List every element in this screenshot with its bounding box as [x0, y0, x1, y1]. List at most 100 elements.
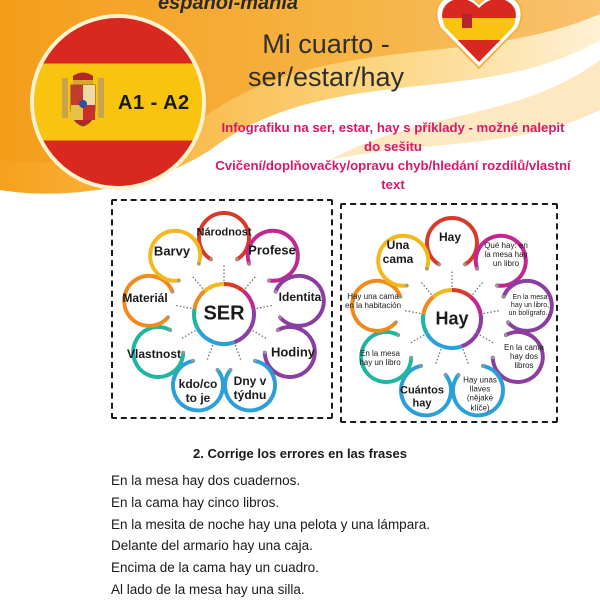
- hay-node-label: En la mesa hay un libro: [359, 348, 401, 367]
- ser-connector: [181, 329, 196, 340]
- hay-node-ring-tick: [481, 364, 485, 368]
- hay-node-disc: [361, 332, 412, 382]
- hay-node-ring-tick: [504, 333, 508, 337]
- exercise-sentence: Delante del armario hay una caja.: [111, 538, 313, 554]
- hay-connector: [479, 334, 495, 345]
- ser-node-ring: [171, 358, 225, 413]
- ser-node-ring: [131, 324, 186, 379]
- ser-node-disc: [199, 213, 249, 263]
- hay-hub-ring-segment: [461, 332, 479, 349]
- ser-node-ring-tick: [209, 257, 213, 261]
- hay-node-disc: [475, 235, 526, 286]
- ser-node-disc: [133, 327, 184, 377]
- hay-node-ring: [473, 233, 528, 288]
- ser-node-label: Dny v týdnu: [233, 374, 267, 402]
- hay-node-label: Hay una cama en la habitación: [344, 291, 402, 310]
- exercise-title: 2. Corrige los errores en las frases: [193, 446, 407, 461]
- ser-infographic-panel: SER Národnost Profese Identita Hodiny Dn…: [111, 199, 333, 419]
- ser-hub-ring-segment: [223, 281, 245, 293]
- ser-hub-ring-segment: [196, 327, 215, 345]
- ser-node-disc: [264, 327, 315, 377]
- ser-node-ring-tick: [168, 328, 172, 332]
- hay-node-disc: [492, 332, 543, 382]
- ser-connector: [206, 344, 214, 361]
- ser-connector: [244, 276, 256, 290]
- exercise-sentence: En la mesa hay dos cuadernos.: [111, 473, 301, 488]
- ser-hub-ring-segment: [213, 340, 235, 346]
- ser-node-ring: [197, 211, 251, 262]
- hay-hub-ring-segment: [469, 295, 483, 315]
- hay-node-label: Qué hay: en la mesa hay un libro: [484, 241, 528, 269]
- ser-node-disc: [150, 230, 201, 281]
- hay-node-ring-tick: [409, 356, 413, 360]
- hay-node-label: En la cama hay dos libros: [503, 343, 545, 371]
- ser-node-ring: [262, 324, 317, 379]
- hay-node-ring: [425, 216, 479, 267]
- ser-hub-ring-segment: [248, 308, 256, 330]
- ser-node-label: kdo/co to je: [178, 377, 218, 405]
- ser-node-disc: [224, 360, 275, 411]
- ser-node-disc: [273, 275, 324, 326]
- hay-node-label: En la mesa hay un libro, un bolígrafo...: [508, 293, 552, 318]
- hay-node-ring: [350, 278, 403, 333]
- hay-hub-label: Hay: [435, 308, 469, 329]
- ser-node-ring-tick: [228, 368, 233, 372]
- hay-node-disc: [501, 280, 552, 331]
- ser-node-label: Hodiny: [270, 344, 316, 360]
- hay-node-ring-tick: [495, 283, 499, 288]
- ser-hub-ring-segment: [192, 289, 207, 310]
- ser-node-ring-tick: [263, 351, 267, 355]
- hay-node-label: Una cama: [382, 238, 414, 266]
- hay-node-ring-tick: [398, 295, 403, 299]
- ser-node-ring: [273, 273, 326, 328]
- ser-node-label: Materiál: [122, 291, 168, 306]
- page-title: Mi cuarto - ser/estar/hay: [247, 29, 405, 92]
- ser-node-ring-tick: [181, 351, 185, 355]
- hay-node-ring-tick: [425, 267, 429, 271]
- ser-node-label: Identita: [278, 290, 322, 305]
- exercise-sentence: Al lado de la mesa hay una silla.: [111, 581, 305, 597]
- ser-node-ring-tick: [191, 359, 195, 363]
- ser-node-label: Barvy: [153, 243, 191, 259]
- hay-connector: [434, 348, 442, 366]
- hay-node-ring-tick: [475, 267, 479, 271]
- hay-node-ring-tick: [419, 364, 423, 368]
- hay-hub-ring-segment: [441, 344, 463, 350]
- hay-connector: [462, 348, 470, 366]
- ser-node-ring-tick: [278, 315, 282, 319]
- exercise-sentence-list: En la mesa hay dos cuadernos. En la cama…: [111, 470, 430, 601]
- ser-node-ring-tick: [177, 278, 181, 283]
- hay-node-ring-tick: [396, 333, 400, 337]
- subtitle-description: Infografiku na ser, estar, hay s příklad…: [215, 120, 571, 192]
- hay-hub-ring-segment: [421, 295, 435, 315]
- ser-node-ring-tick: [267, 278, 271, 283]
- ser-node-ring: [223, 358, 277, 413]
- ser-node-ring: [122, 273, 175, 328]
- ser-hub-ring-segment: [203, 281, 225, 293]
- hay-node-disc: [401, 365, 452, 416]
- ser-node-ring-tick: [247, 262, 251, 266]
- ser-node-label: Vlastnost: [126, 347, 182, 362]
- hay-node-ring-tick: [456, 373, 461, 377]
- spanish-flag-circle: A1 - A2: [34, 18, 202, 186]
- hay-node-ring-tick: [437, 262, 441, 266]
- hay-node-disc: [452, 365, 503, 416]
- ser-node-label: Národnost: [196, 226, 252, 239]
- spanish-coat-of-arms-icon: [62, 72, 104, 127]
- ser-node-disc: [173, 360, 224, 411]
- hay-node-ring-tick: [463, 262, 467, 266]
- hay-hub-ring-segment: [432, 288, 453, 299]
- ser-hub-ring-segment: [241, 289, 256, 310]
- ser-connector: [252, 329, 267, 340]
- ser-node-ring: [148, 228, 203, 283]
- hay-hub-ring-segment: [425, 332, 443, 349]
- ser-node-ring-tick: [276, 328, 280, 332]
- hay-node-disc: [427, 218, 477, 268]
- hay-node-label: Cuántos hay: [400, 384, 444, 409]
- exercise-sentence: En la mesita de noche hay una pelota y u…: [111, 516, 430, 532]
- hay-node-ring: [359, 329, 414, 384]
- ser-node-ring-tick: [253, 359, 257, 363]
- hay-node-disc: [352, 280, 403, 331]
- hay-node-ring-tick: [506, 320, 510, 324]
- hay-node-ring-tick: [501, 295, 506, 299]
